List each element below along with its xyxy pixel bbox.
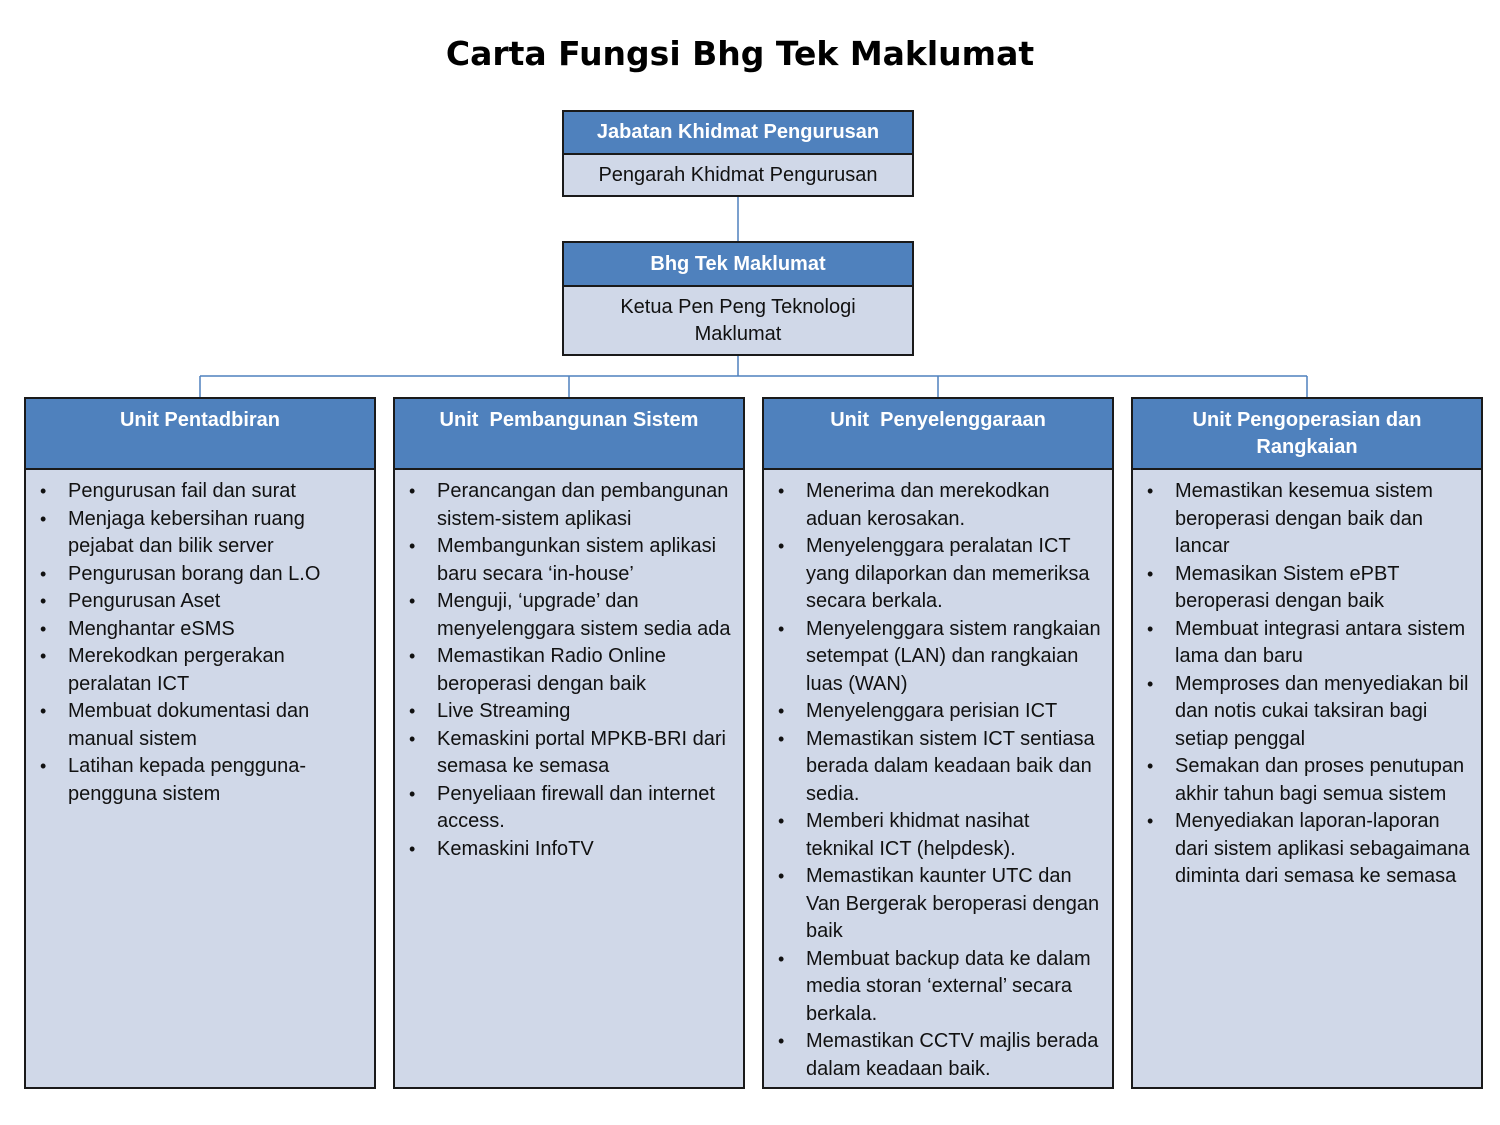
department-role: Pengarah Khidmat Pengurusan xyxy=(598,163,878,186)
list-item: Menghantar eSMS xyxy=(40,616,364,644)
unit-header: Unit Pengoperasian dan Rangkaian xyxy=(1133,399,1481,470)
list-item: Pengurusan Aset xyxy=(40,588,364,616)
unit-function-list: Perancangan dan pembangunan sistem-siste… xyxy=(395,470,743,863)
list-item: Penyeliaan firewall dan internet access. xyxy=(409,781,733,836)
division-header: Bhg Tek Maklumat xyxy=(564,243,912,287)
department-header: Jabatan Khidmat Pengurusan xyxy=(564,112,912,155)
list-item: Menyelenggara sistem rangkaian setempat … xyxy=(778,616,1102,699)
list-item: Memastikan sistem ICT sentiasa berada da… xyxy=(778,726,1102,809)
unit-header: Unit Pembangunan Sistem xyxy=(395,399,743,470)
unit-box-pentadbiran: Unit Pentadbiran Pengurusan fail dan sur… xyxy=(24,397,376,1089)
list-item: Membuat dokumentasi dan manual sistem xyxy=(40,698,364,753)
unit-function-list: Menerima dan merekodkan aduan kerosakan.… xyxy=(764,470,1112,1083)
list-item: Latihan kepada pengguna-pengguna sistem xyxy=(40,753,364,808)
department-box: Jabatan Khidmat Pengurusan Pengarah Khid… xyxy=(562,110,914,197)
list-item: Membangunkan sistem aplikasi baru secara… xyxy=(409,533,733,588)
list-item: Menyelenggara peralatan ICT yang dilapor… xyxy=(778,533,1102,616)
list-item: Memastikan CCTV majlis berada dalam kead… xyxy=(778,1028,1102,1083)
list-item: Memastikan kesemua sistem beroperasi den… xyxy=(1147,478,1471,561)
list-item: Memasikan Sistem ePBT beroperasi dengan … xyxy=(1147,561,1471,616)
list-item: Kemaskini InfoTV xyxy=(409,836,733,864)
division-role: Ketua Pen Peng Teknologi Maklumat xyxy=(620,295,856,345)
unit-function-list: Pengurusan fail dan surat Menjaga kebers… xyxy=(26,470,374,808)
unit-function-list: Memastikan kesemua sistem beroperasi den… xyxy=(1133,470,1481,891)
list-item: Menyelenggara perisian ICT xyxy=(778,698,1102,726)
list-item: Pengurusan borang dan L.O xyxy=(40,561,364,589)
list-item: Pengurusan fail dan surat xyxy=(40,478,364,506)
list-item: Memproses dan menyediakan bil dan notis … xyxy=(1147,671,1471,754)
list-item: Memberi khidmat nasihat teknikal ICT (he… xyxy=(778,808,1102,863)
list-item: Memastikan kaunter UTC dan Van Bergerak … xyxy=(778,863,1102,946)
unit-header: Unit Penyelenggaraan xyxy=(764,399,1112,470)
unit-box-penyelenggaraan: Unit Penyelenggaraan Menerima dan mereko… xyxy=(762,397,1114,1089)
division-box: Bhg Tek Maklumat Ketua Pen Peng Teknolog… xyxy=(562,241,914,356)
list-item: Merekodkan pergerakan peralatan ICT xyxy=(40,643,364,698)
list-item: Perancangan dan pembangunan sistem-siste… xyxy=(409,478,733,533)
list-item: Menerima dan merekodkan aduan kerosakan. xyxy=(778,478,1102,533)
list-item: Memastikan Radio Online beroperasi denga… xyxy=(409,643,733,698)
chart-title: Carta Fungsi Bhg Tek Maklumat xyxy=(445,34,1035,73)
list-item: Kemaskini portal MPKB-BRI dari semasa ke… xyxy=(409,726,733,781)
list-item: Live Streaming xyxy=(409,698,733,726)
list-item: Semakan dan proses penutupan akhir tahun… xyxy=(1147,753,1471,808)
list-item: Menguji, ‘upgrade’ dan menyelenggara sis… xyxy=(409,588,733,643)
list-item: Menyediakan laporan-laporan dari sistem … xyxy=(1147,808,1471,891)
unit-box-pengoperasian-rangkaian: Unit Pengoperasian dan Rangkaian Memasti… xyxy=(1131,397,1483,1089)
list-item: Membuat backup data ke dalam media stora… xyxy=(778,946,1102,1029)
unit-header: Unit Pentadbiran xyxy=(26,399,374,470)
list-item: Membuat integrasi antara sistem lama dan… xyxy=(1147,616,1471,671)
unit-box-pembangunan-sistem: Unit Pembangunan Sistem Perancangan dan … xyxy=(393,397,745,1089)
list-item: Menjaga kebersihan ruang pejabat dan bil… xyxy=(40,506,364,561)
